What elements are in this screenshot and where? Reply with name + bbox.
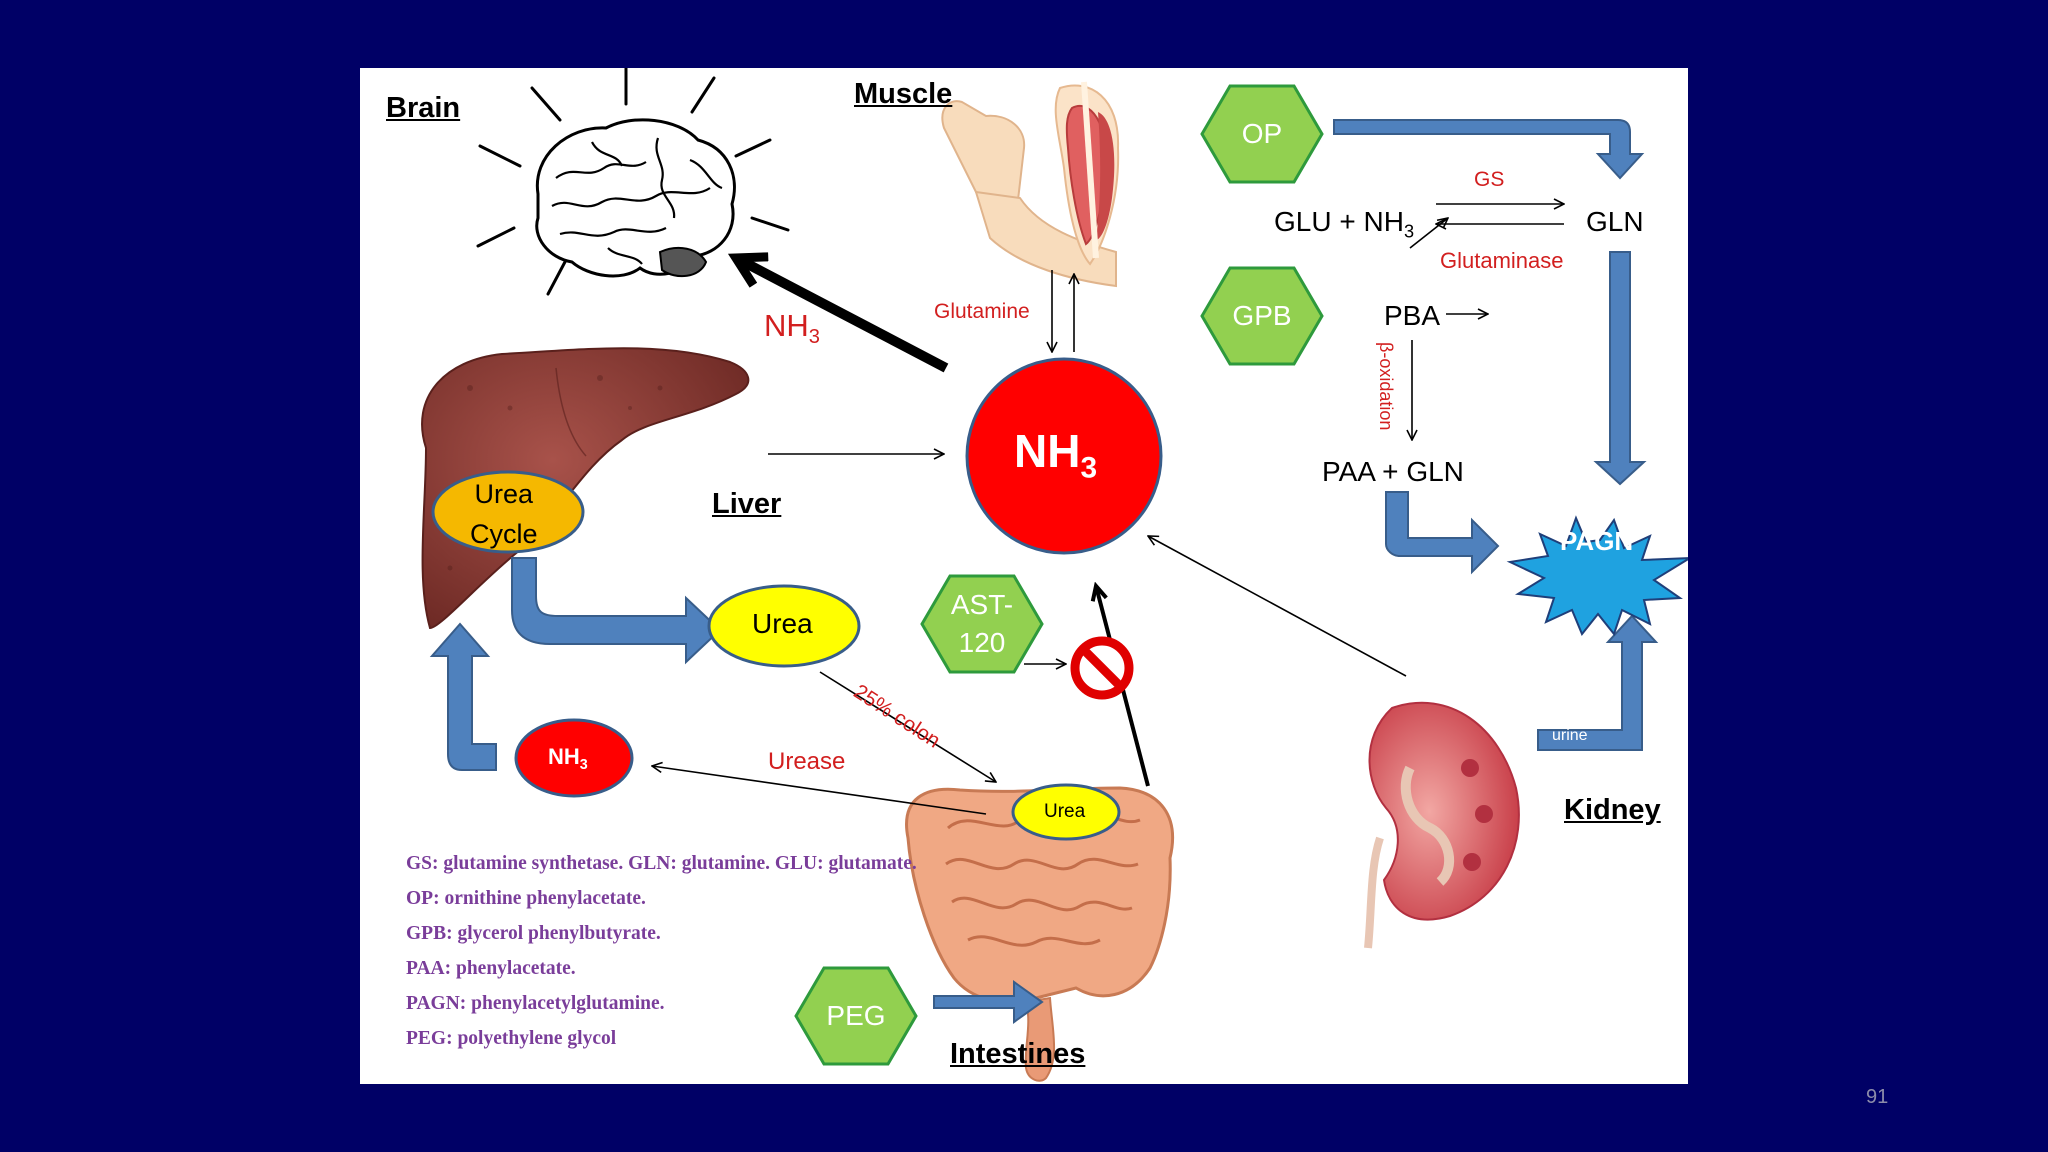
glu-nh3-label: GLU + NH3 xyxy=(1274,206,1415,242)
blocked-icon xyxy=(1070,636,1134,700)
op-to-glu-arrow xyxy=(1409,218,1448,249)
abbreviation-glossary: GS: glutamine synthetase. GLN: glutamine… xyxy=(406,846,917,1056)
nh3-center-circle xyxy=(965,357,1163,555)
nh3-brain-label: NH3 xyxy=(764,308,820,349)
nh3-to-liver-blue-arrow xyxy=(429,622,497,771)
op-to-gln-blue-arrow xyxy=(1333,119,1645,180)
glutaminase-label: Glutaminase xyxy=(1440,248,1564,273)
glossary-line: GPB: glycerol phenylbutyrate. xyxy=(406,923,661,944)
liver-to-urea-blue-arrow xyxy=(511,557,722,665)
gln-to-pagn-blue-arrow xyxy=(1593,251,1647,486)
urea-to-colon-arrow xyxy=(819,671,996,782)
intestines-illustration xyxy=(905,786,1175,1082)
kidney-label: Kidney xyxy=(1564,794,1661,826)
pba-label: PBA xyxy=(1384,300,1441,331)
paa-to-pagn-blue-arrow xyxy=(1385,491,1500,575)
muscle-label: Muscle xyxy=(854,78,953,110)
nh3-to-brain-arrow xyxy=(736,258,949,373)
paa-gln-label: PAA + GLN xyxy=(1322,456,1464,487)
nh3-center-label: NH3 xyxy=(1014,425,1098,485)
urea-small-label: Urea xyxy=(1044,801,1086,822)
peg-to-intestines-blue-arrow xyxy=(933,980,1044,1024)
kidney-illustration xyxy=(1364,701,1520,949)
page-number: 91 xyxy=(1866,1086,1889,1108)
kidney-to-nh3-arrow xyxy=(1148,536,1407,677)
urea-label: Urea xyxy=(752,608,813,639)
glossary-line: PAGN: phenylacetylglutamine. xyxy=(406,993,665,1014)
urea-small-ellipse xyxy=(1011,783,1121,841)
urea-ellipse xyxy=(707,584,861,668)
gpb-hexagon: GPB xyxy=(1200,266,1324,366)
glossary-line: GS: glutamine synthetase. GLN: glutamine… xyxy=(406,853,917,874)
glossary-line: PAA: phenylacetate. xyxy=(406,958,576,979)
urease-label: Urease xyxy=(768,748,846,775)
diagram-canvas xyxy=(421,68,1688,1082)
pagn-label: PAGN xyxy=(1560,526,1634,556)
urine-to-pagn-blue-arrow xyxy=(1537,614,1659,751)
op-hexagon: OP xyxy=(1200,84,1324,184)
urease-arrow xyxy=(652,766,987,815)
gln-label: GLN xyxy=(1586,206,1644,237)
glutamine-label: Glutamine xyxy=(934,300,1030,323)
brain-illustration xyxy=(476,68,790,296)
slide: Brain Muscle Liver Intestines Kidney NH3… xyxy=(360,68,1688,1084)
glossary-line: PEG: polyethylene glycol xyxy=(406,1028,617,1049)
nh3-small-label: NH3 xyxy=(548,744,588,773)
nh3-small-ellipse xyxy=(514,718,634,798)
brain-label: Brain xyxy=(386,92,461,124)
peg-hexagon: PEG xyxy=(794,966,918,1066)
glossary-line: OP: ornithine phenylacetate. xyxy=(406,888,646,909)
beta-oxidation-label: β-oxidation xyxy=(1376,342,1396,431)
liver-label: Liver xyxy=(712,488,782,520)
gs-label: GS xyxy=(1474,168,1505,191)
pagn-starburst xyxy=(1506,515,1688,637)
muscle-illustration xyxy=(941,81,1120,288)
intestines-label: Intestines xyxy=(950,1038,1086,1070)
urea-cycle-ellipse xyxy=(431,470,585,554)
urine-label: urine xyxy=(1552,727,1588,744)
ast120-hexagon: AST-120 xyxy=(920,574,1044,674)
